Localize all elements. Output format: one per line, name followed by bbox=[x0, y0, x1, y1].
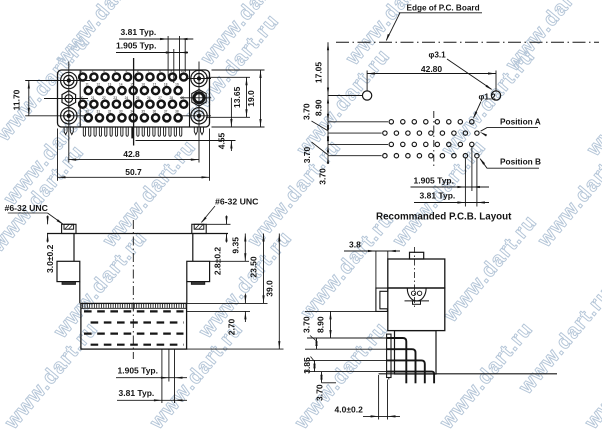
svg-text:37: 37 bbox=[164, 110, 168, 114]
svg-text:17.05: 17.05 bbox=[314, 62, 324, 84]
svg-text:26: 26 bbox=[147, 96, 151, 100]
svg-text:14: 14 bbox=[119, 82, 123, 86]
svg-text:20: 20 bbox=[80, 96, 84, 100]
svg-text:24: 24 bbox=[125, 96, 129, 100]
svg-text:19.0: 19.0 bbox=[246, 90, 256, 107]
svg-text:34: 34 bbox=[130, 110, 134, 114]
svg-text:38: 38 bbox=[175, 110, 179, 114]
svg-text:13: 13 bbox=[108, 82, 112, 86]
svg-text:30: 30 bbox=[85, 110, 89, 114]
svg-text:9.35: 9.35 bbox=[231, 237, 241, 254]
svg-text:10: 10 bbox=[181, 69, 185, 73]
svg-text:22: 22 bbox=[102, 96, 106, 100]
svg-text:#6-32 UNC: #6-32 UNC bbox=[5, 203, 49, 213]
svg-text:Recommanded P.C.B. Layout: Recommanded P.C.B. Layout bbox=[376, 212, 512, 223]
svg-text:Position B: Position B bbox=[500, 157, 541, 167]
svg-text:15: 15 bbox=[130, 82, 134, 86]
svg-text:8: 8 bbox=[159, 69, 161, 73]
svg-text:Position A: Position A bbox=[500, 116, 541, 126]
svg-text:25: 25 bbox=[136, 96, 140, 100]
svg-text:21: 21 bbox=[91, 96, 95, 100]
svg-text:3.81 Typ.: 3.81 Typ. bbox=[121, 27, 157, 37]
svg-text:4.55: 4.55 bbox=[217, 132, 227, 149]
svg-text:1.905 Typ.: 1.905 Typ. bbox=[116, 41, 156, 51]
svg-text:19: 19 bbox=[175, 82, 179, 86]
svg-text:3: 3 bbox=[103, 69, 105, 73]
svg-text:2.70: 2.70 bbox=[227, 318, 237, 335]
svg-text:3.8: 3.8 bbox=[349, 240, 361, 250]
svg-text:4: 4 bbox=[114, 69, 116, 73]
svg-text:17: 17 bbox=[153, 82, 157, 86]
svg-text:3.85: 3.85 bbox=[302, 357, 312, 374]
svg-text:39.0: 39.0 bbox=[265, 280, 275, 297]
svg-text:33: 33 bbox=[119, 110, 123, 114]
svg-text:1.905 Typ.: 1.905 Typ. bbox=[118, 365, 158, 375]
svg-text:#6-32 UNC: #6-32 UNC bbox=[215, 197, 259, 207]
svg-text:28: 28 bbox=[170, 96, 174, 100]
svg-text:3.70: 3.70 bbox=[302, 146, 312, 163]
svg-text:7: 7 bbox=[148, 69, 150, 73]
svg-text:23: 23 bbox=[113, 96, 117, 100]
svg-text:2: 2 bbox=[92, 69, 94, 73]
svg-text:36: 36 bbox=[153, 110, 157, 114]
svg-text:3.70: 3.70 bbox=[302, 103, 312, 120]
svg-text:16: 16 bbox=[141, 82, 145, 86]
svg-text:4.0±0.2: 4.0±0.2 bbox=[335, 405, 364, 415]
svg-text:1: 1 bbox=[81, 69, 83, 73]
svg-text:18: 18 bbox=[164, 82, 168, 86]
svg-text:8.90: 8.90 bbox=[316, 316, 326, 333]
svg-text:23.50: 23.50 bbox=[249, 256, 259, 278]
svg-text:42.8: 42.8 bbox=[123, 149, 140, 159]
svg-text:35: 35 bbox=[141, 110, 145, 114]
svg-text:13.65: 13.65 bbox=[232, 86, 242, 108]
svg-text:3.70: 3.70 bbox=[302, 316, 312, 333]
svg-text:27: 27 bbox=[158, 96, 162, 100]
svg-text:3.81 Typ.: 3.81 Typ. bbox=[420, 191, 456, 201]
svg-text:12: 12 bbox=[97, 82, 101, 86]
svg-text:5: 5 bbox=[126, 69, 128, 73]
svg-text:8.90: 8.90 bbox=[314, 99, 324, 116]
svg-text:11: 11 bbox=[85, 82, 89, 86]
svg-text:3.81 Typ.: 3.81 Typ. bbox=[119, 388, 155, 398]
svg-text:32: 32 bbox=[108, 110, 112, 114]
svg-text:11.70: 11.70 bbox=[12, 89, 22, 110]
svg-text:9: 9 bbox=[170, 69, 172, 73]
svg-text:3.70: 3.70 bbox=[315, 384, 325, 401]
svg-text:φ1.2: φ1.2 bbox=[479, 93, 497, 102]
svg-text:φ3.1: φ3.1 bbox=[429, 51, 447, 60]
svg-text:42.80: 42.80 bbox=[421, 64, 443, 74]
svg-text:Edge of P.C. Board: Edge of P.C. Board bbox=[407, 4, 480, 13]
svg-text:31: 31 bbox=[97, 110, 101, 114]
svg-text:6: 6 bbox=[137, 69, 139, 73]
svg-text:3.70: 3.70 bbox=[318, 168, 328, 185]
svg-text:29: 29 bbox=[181, 96, 185, 100]
svg-text:50.7: 50.7 bbox=[125, 167, 142, 177]
svg-text:1.905 Typ.: 1.905 Typ. bbox=[414, 175, 454, 185]
svg-text:3.0±0.2: 3.0±0.2 bbox=[45, 244, 55, 273]
